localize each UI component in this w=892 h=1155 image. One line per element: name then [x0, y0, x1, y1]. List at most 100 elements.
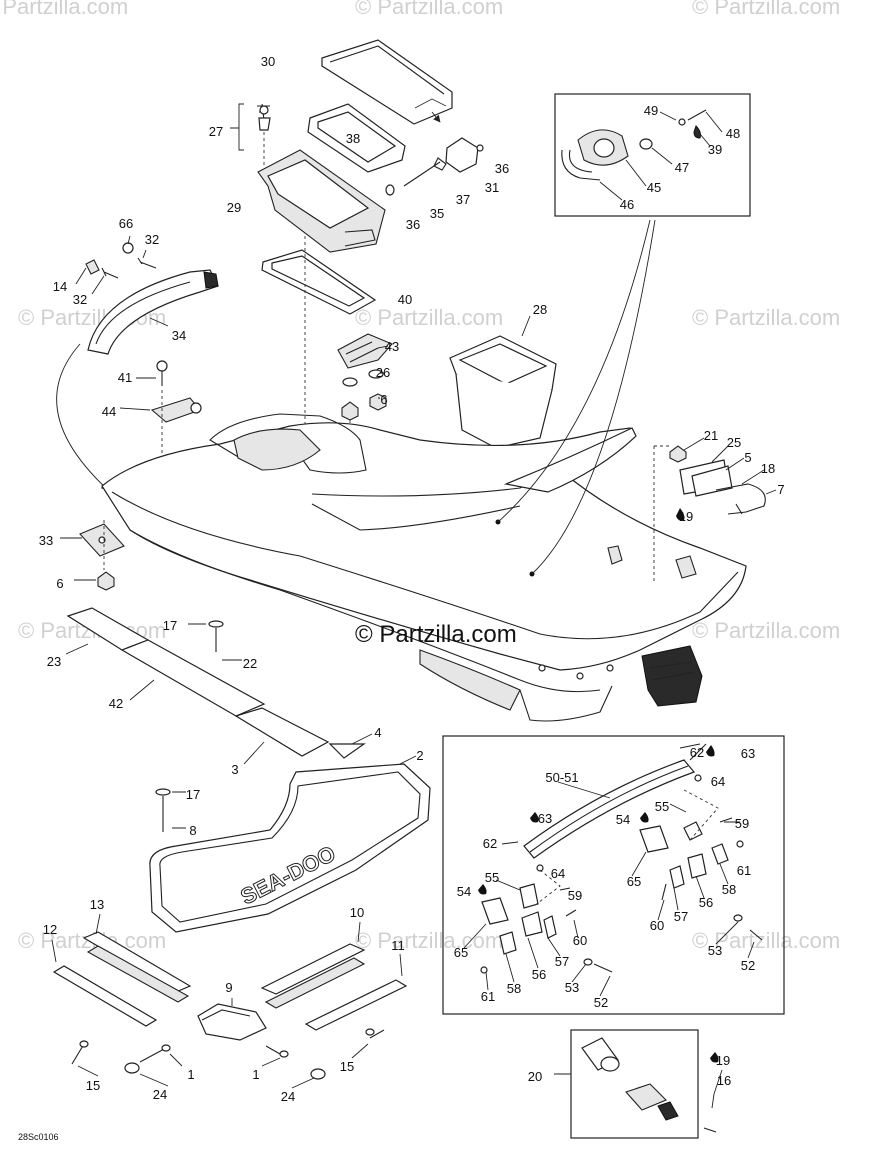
part-number-label: 56	[699, 895, 713, 910]
grab-handle-34	[75, 235, 219, 355]
part-number-label: 52	[741, 958, 755, 973]
grab-bar-detail-box	[442, 735, 785, 1015]
part-number-label: 6	[56, 576, 63, 591]
part-number-label: 38	[346, 131, 360, 146]
part-number-label: 62	[483, 836, 497, 851]
part-number-label: 64	[711, 774, 725, 789]
part-number-label: 34	[172, 328, 186, 343]
part-number-label: 65	[454, 945, 468, 960]
bumpers	[51, 913, 408, 1089]
part-number-label: 46	[620, 197, 634, 212]
watermark: © Partzilla.com	[692, 618, 840, 643]
part-number-label: 19	[716, 1053, 730, 1068]
part-number-label: 17	[186, 787, 200, 802]
part-number-label: 65	[627, 874, 641, 889]
part-number-label: 32	[145, 232, 159, 247]
part-number-label: 60	[650, 918, 664, 933]
watermark: © Partzilla.com	[692, 305, 840, 330]
part-number-label: 21	[704, 428, 718, 443]
watermark: © Partzilla.com	[355, 0, 503, 19]
part-number-label: 48	[726, 126, 740, 141]
part-number-label: 15	[86, 1078, 100, 1093]
part-number-label: 55	[655, 799, 669, 814]
part-number-label: 13	[90, 897, 104, 912]
tow-eye-bracket	[669, 437, 777, 521]
watermark: © Partzilla.com	[355, 305, 503, 330]
watermark: © Partzilla.com	[0, 0, 128, 19]
part-number-label: 64	[551, 866, 565, 881]
part-number-label: 1	[187, 1067, 194, 1082]
part-number-label: 39	[708, 142, 722, 157]
part-number-label: 2	[416, 748, 423, 763]
part-number-label: 29	[227, 200, 241, 215]
storage-bin-28	[449, 315, 557, 470]
part-number-label: 19	[679, 509, 693, 524]
part-number-label: 30	[261, 54, 275, 69]
assembly-arrow	[56, 343, 109, 491]
part-number-label: 20	[528, 1069, 542, 1084]
part-number-label: 15	[340, 1059, 354, 1074]
part-number-label: 42	[109, 696, 123, 711]
support-plate-33	[60, 520, 125, 591]
part-number-label: 23	[47, 654, 61, 669]
part-number-label: 40	[398, 292, 412, 307]
center-watermark: © Partzilla.com	[355, 621, 517, 648]
part-number-label: 57	[555, 954, 569, 969]
part-number-label: 53	[708, 943, 722, 958]
part-number-label: 62	[690, 745, 704, 760]
part-number-label: 16	[717, 1073, 731, 1088]
part-number-label: 58	[722, 882, 736, 897]
part-number-label: 4	[374, 725, 381, 740]
part-number-label: 26	[376, 365, 390, 380]
part-number-label: 53	[565, 980, 579, 995]
part-number-label: 54	[457, 884, 471, 899]
part-number-label: 66	[119, 216, 133, 231]
part-number-label: 36	[406, 217, 420, 232]
part-number-label: 12	[43, 922, 57, 937]
part-number-label: 7	[777, 482, 784, 497]
part-number-label: 61	[481, 989, 495, 1004]
part-number-label: 44	[102, 404, 116, 419]
part-number-label: 45	[647, 180, 661, 195]
seadoo-mat-2: SEA-DOO	[149, 755, 431, 933]
part-number-label: 10	[350, 905, 364, 920]
part-number-label: 37	[456, 192, 470, 207]
part-number-label: 28	[533, 302, 547, 317]
part-number-label: 32	[73, 292, 87, 307]
part-number-label: 27	[209, 124, 223, 139]
lubricant-drops	[478, 745, 719, 1063]
hull	[101, 219, 747, 722]
part-number-label: 49	[644, 103, 658, 118]
part-number-label: 14	[53, 279, 67, 294]
part-number-label: 59	[735, 816, 749, 831]
part-number-label: 52	[594, 995, 608, 1010]
part-number-label: 31	[485, 180, 499, 195]
part-number-label: 8	[189, 823, 196, 838]
part-number-label: 57	[674, 909, 688, 924]
part-number-label: 54	[616, 812, 630, 827]
part-number-label: 1	[252, 1067, 259, 1082]
part-number-label: 61	[737, 863, 751, 878]
part-number-label: 24	[153, 1087, 167, 1102]
watermark: © Partzilla.com	[692, 928, 840, 953]
part-number-label: 6	[380, 392, 387, 407]
watermark: © Partzilla.com	[355, 928, 503, 953]
part-number-label: 25	[727, 435, 741, 450]
part-number-label: 47	[675, 160, 689, 175]
part-number-label: 3	[231, 762, 238, 777]
part-number-label: 63	[538, 811, 552, 826]
part-number-label: 55	[485, 870, 499, 885]
watermark-layer: © Partzilla.com © Partzilla.com © Partzi…	[0, 0, 840, 953]
part-number-label: 11	[391, 938, 405, 953]
part-number-label: 35	[430, 206, 444, 221]
bracket-43	[337, 333, 393, 450]
part-number-label: 59	[568, 888, 582, 903]
part-number-label: 43	[385, 339, 399, 354]
part-number-label: 50-51	[545, 770, 578, 785]
part-number-label: 63	[741, 746, 755, 761]
footrest-mats	[65, 607, 373, 765]
part-number-label: 24	[281, 1089, 295, 1104]
